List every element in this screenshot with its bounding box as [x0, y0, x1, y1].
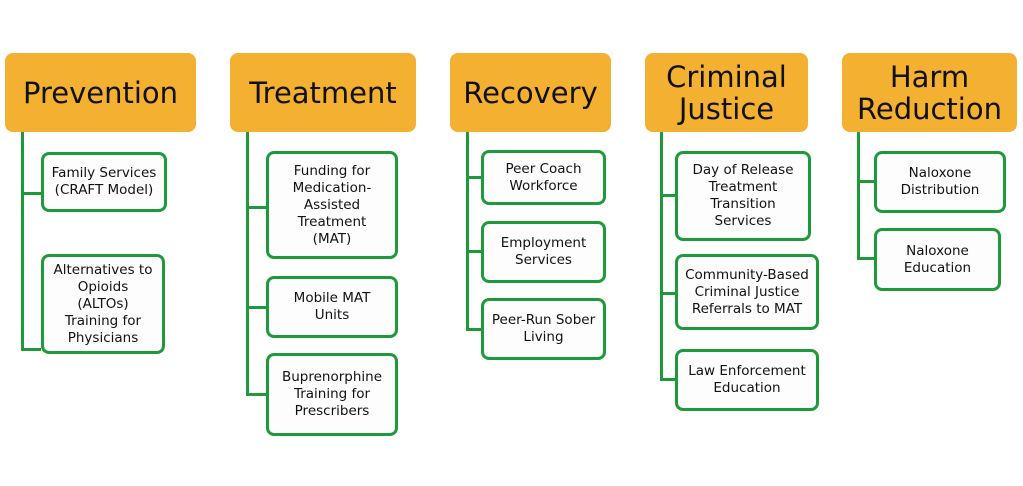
item-community-based-referrals: Community-Based Criminal Justice Referra…: [675, 254, 819, 330]
item-law-enforcement-education: Law Enforcement Education: [675, 349, 819, 411]
header-harm-reduction: Harm Reduction: [842, 53, 1017, 132]
item-peer-coach: Peer Coach Workforce: [481, 150, 606, 205]
item-buprenorphine-training: Buprenorphine Training for Prescribers: [266, 353, 398, 436]
connector-horizontal: [246, 306, 266, 309]
connector-horizontal: [246, 206, 266, 209]
connector-horizontal: [21, 348, 41, 351]
connector-vertical: [660, 132, 663, 381]
header-treatment: Treatment: [230, 53, 416, 132]
header-prevention: Prevention: [5, 53, 196, 132]
connector-horizontal: [246, 393, 266, 396]
item-peer-run-sober-living: Peer-Run Sober Living: [481, 298, 606, 360]
item-family-services: Family Services (CRAFT Model): [41, 152, 167, 212]
item-mobile-mat: Mobile MAT Units: [266, 276, 398, 338]
connector-horizontal: [466, 176, 482, 179]
connector-horizontal: [857, 257, 875, 260]
item-naloxone-distribution: Naloxone Distribution: [874, 151, 1006, 213]
connector-horizontal: [660, 378, 676, 381]
connector-horizontal: [466, 250, 482, 253]
header-criminal-justice: Criminal Justice: [645, 53, 808, 132]
item-day-of-release: Day of Release Treatment Transition Serv…: [675, 151, 811, 241]
connector-vertical: [466, 132, 469, 331]
header-recovery: Recovery: [450, 53, 611, 132]
connector-horizontal: [660, 194, 676, 197]
item-altos-training: Alternatives to Opioids (ALTOs) Training…: [41, 254, 165, 354]
connector-horizontal: [660, 292, 676, 295]
connector-vertical: [246, 132, 249, 396]
connector-horizontal: [857, 180, 875, 183]
item-naloxone-education: Naloxone Education: [874, 228, 1001, 291]
item-employment-services: Employment Services: [481, 221, 606, 283]
connector-vertical: [857, 132, 860, 260]
item-mat-funding: Funding for Medication- Assisted Treatme…: [266, 151, 398, 259]
connector-horizontal: [466, 328, 482, 331]
connector-vertical: [21, 132, 24, 350]
connector-horizontal: [21, 192, 41, 195]
